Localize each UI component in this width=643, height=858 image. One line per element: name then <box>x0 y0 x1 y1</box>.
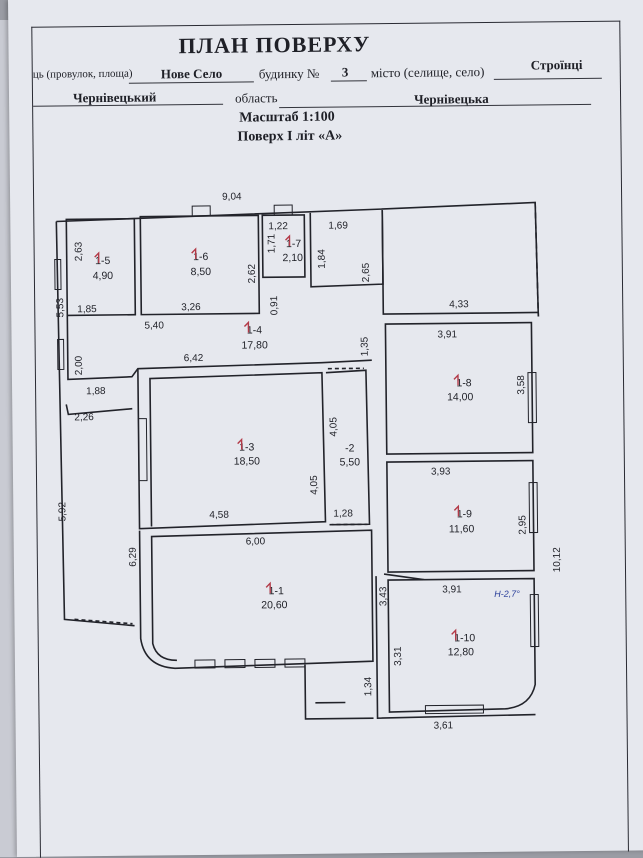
room-number: 1-7 <box>286 238 301 250</box>
room-area: 11,60 <box>449 523 475 535</box>
dimension-label: 6,42 <box>184 353 204 364</box>
dimension-label: 1,35 <box>360 336 371 356</box>
dimension-label: 3,43 <box>378 586 389 606</box>
room-area: 8,50 <box>191 266 212 278</box>
dimension-labels: 9,04 1,22 1,69 2,63 2,62 1,71 1,84 2,65 … <box>54 188 565 735</box>
dimension-label: 3,58 <box>516 375 527 395</box>
dimension-label: 1,28 <box>333 508 353 519</box>
room-area: 14,00 <box>447 391 474 403</box>
document-sheet: ПЛАН ПОВЕРХУ ць (провулок, площа) Нове С… <box>8 0 643 857</box>
dimension-label: 3,26 <box>181 302 201 313</box>
dimension-label: 5,40 <box>144 320 164 331</box>
dimension-label: 2,00 <box>74 355 85 375</box>
room-area: 2,10 <box>282 252 303 264</box>
dimension-label: 1,88 <box>86 386 106 397</box>
dimension-label: 4,58 <box>209 510 229 521</box>
dimension-label: 2,62 <box>247 263 258 283</box>
dimension-label: 1,85 <box>77 304 97 315</box>
dimension-label: 3,91 <box>437 329 457 340</box>
dimension-label: 6,29 <box>128 547 139 567</box>
dimension-label: 3,93 <box>431 466 451 477</box>
wall-room-3 <box>138 367 326 529</box>
room-area: 17,80 <box>241 339 268 351</box>
wall-room-1 <box>140 528 373 668</box>
dimension-label: 3,91 <box>442 584 462 595</box>
dimension-label: 2,26 <box>74 412 94 423</box>
dimension-label: 1,71 <box>266 233 277 253</box>
wall-right-top <box>382 208 538 314</box>
room-number: 1-10 <box>454 632 475 644</box>
dimension-label: 1,22 <box>268 221 288 232</box>
floor-plan: 1-5 4,90 1-6 8,50 1-7 2,10 1-4 17,80 1-8… <box>8 0 643 857</box>
dimension-label: 2,63 <box>74 241 85 261</box>
room-area: 12,80 <box>448 646 475 658</box>
dimension-label: 4,33 <box>449 299 469 310</box>
dimension-label: 2,65 <box>361 262 372 282</box>
dimension-label: 3,61 <box>434 720 454 731</box>
dimension-label: 2,95 <box>517 515 528 535</box>
dimension-label: 1,34 <box>363 676 374 696</box>
room-area: 5,50 <box>340 456 361 468</box>
dimension-label: 6,00 <box>246 536 266 547</box>
dimension-label: 5,92 <box>57 501 68 521</box>
dimension-label: 4,05 <box>328 417 339 437</box>
room-area: 18,50 <box>234 455 261 467</box>
dimension-label: 9,04 <box>222 192 242 203</box>
wall-corridor <box>67 312 372 379</box>
room-area: 4,90 <box>93 270 114 282</box>
room-number: -2 <box>345 442 355 454</box>
room-labels: 1-5 4,90 1-6 8,50 1-7 2,10 1-4 17,80 1-8… <box>92 236 476 662</box>
dimension-label: 5,53 <box>55 298 66 318</box>
dimension-label: 4,05 <box>309 475 320 495</box>
room-number: 1-5 <box>95 255 110 267</box>
dimension-label: 0,91 <box>269 295 280 315</box>
dimension-label: 1,84 <box>317 249 328 269</box>
dimension-label: 1,69 <box>328 220 348 231</box>
dimension-label: 10,12 <box>552 547 563 573</box>
dimension-label: 3,31 <box>393 646 404 666</box>
room-area: 20,60 <box>261 599 288 611</box>
height-annotation: H-2,7° <box>494 589 520 599</box>
